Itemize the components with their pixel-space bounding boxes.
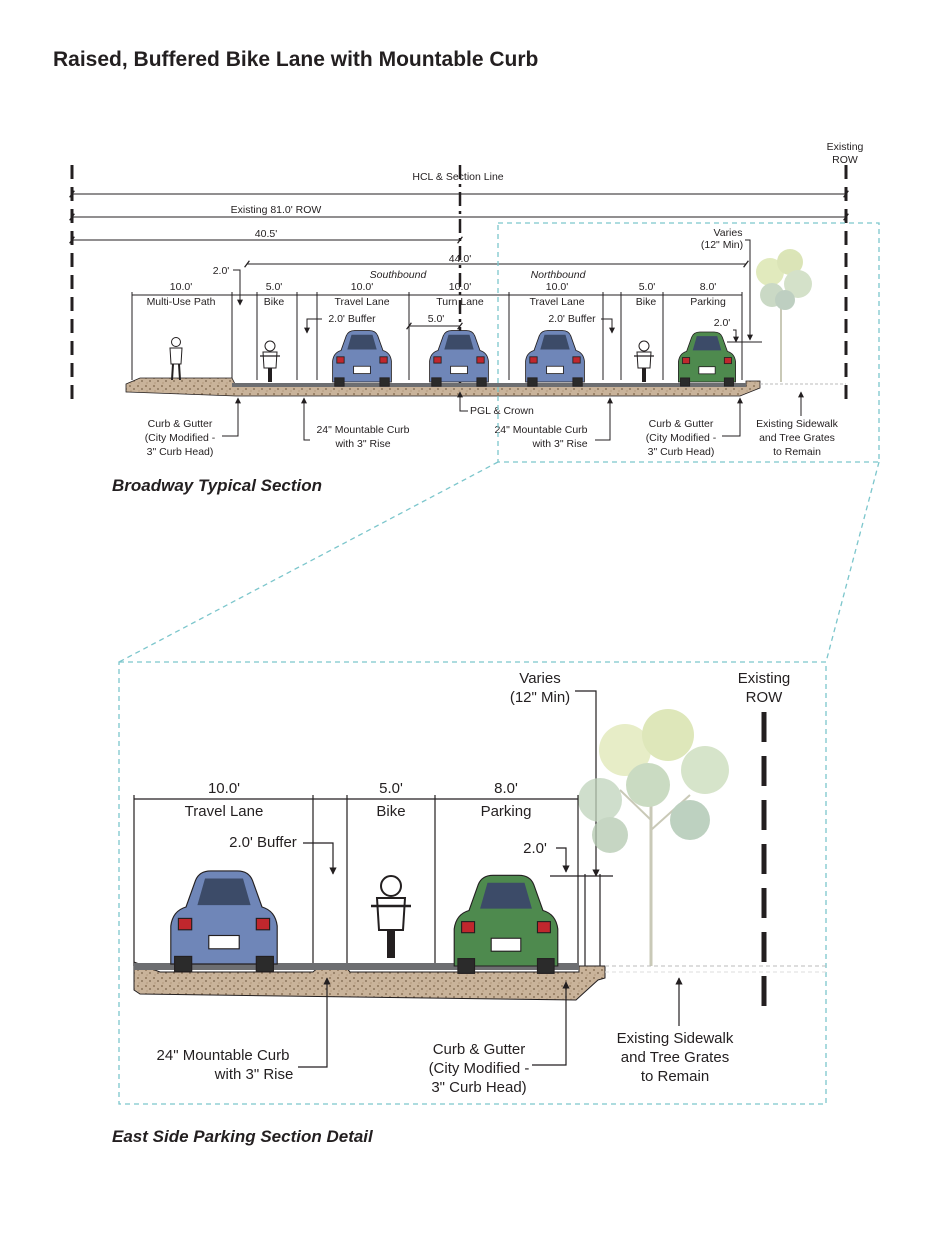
svg-text:24" Mountable Curb: 24" Mountable Curb xyxy=(494,424,587,436)
turn-lane-label: Turn Lane xyxy=(436,296,484,308)
detail-row-2: ROW xyxy=(746,689,784,706)
svg-text:with 3" Rise: with 3" Rise xyxy=(214,1066,294,1083)
detail-section: Varies (12" Min) Existing ROW 10.0' xyxy=(133,670,826,1096)
svg-text:(City Modified -: (City Modified - xyxy=(646,432,717,444)
svg-text:3" Curb Head): 3" Curb Head) xyxy=(147,446,214,458)
two-ft-left: 2.0' xyxy=(213,265,230,277)
svg-text:5.0': 5.0' xyxy=(379,780,403,797)
detail-varies-2: (12" Min) xyxy=(510,689,570,706)
buffer-right: 2.0' Buffer xyxy=(548,313,596,325)
svg-text:10.0': 10.0' xyxy=(546,281,568,293)
northbound-label: Northbound xyxy=(531,269,587,281)
svg-text:with 3" Rise: with 3" Rise xyxy=(531,438,587,450)
pgl-label: PGL & Crown xyxy=(470,405,534,417)
svg-text:5.0': 5.0' xyxy=(266,281,283,293)
svg-text:24" Mountable Curb: 24" Mountable Curb xyxy=(157,1047,290,1064)
parked-car xyxy=(677,331,737,387)
car-northbound xyxy=(525,330,585,387)
svg-text:5.0': 5.0' xyxy=(639,281,656,293)
tree-top xyxy=(756,249,812,382)
svg-text:3" Curb Head): 3" Curb Head) xyxy=(648,446,715,458)
travel-lane-label-right: Travel Lane xyxy=(529,296,584,308)
detail-bike: Bike xyxy=(376,803,405,820)
hcl-label: HCL & Section Line xyxy=(412,171,503,183)
svg-text:Curb & Gutter: Curb & Gutter xyxy=(148,418,213,430)
parking-label: Parking xyxy=(690,296,726,308)
existing-row-label-2: ROW xyxy=(832,154,858,166)
svg-text:(City Modified -: (City Modified - xyxy=(145,432,216,444)
bike-label-left: Bike xyxy=(264,296,285,308)
existing-row-label-1: Existing xyxy=(827,141,864,153)
svg-text:Curb & Gutter: Curb & Gutter xyxy=(649,418,714,430)
svg-text:Existing Sidewalk: Existing Sidewalk xyxy=(617,1030,734,1047)
svg-text:with 3" Rise: with 3" Rise xyxy=(334,438,390,450)
callout-frame xyxy=(118,222,880,1105)
detail-row-1: Existing xyxy=(738,670,791,687)
typical-section: Existing ROW HCL & Section Line Existing… xyxy=(69,141,864,458)
cyclist-southbound xyxy=(259,340,281,383)
detail-parking: Parking xyxy=(481,803,532,820)
detail-cyclist xyxy=(369,874,413,960)
svg-text:to Remain: to Remain xyxy=(773,446,821,458)
detail-travel-car xyxy=(169,869,279,973)
bike-label-right: Bike xyxy=(636,296,657,308)
five-ft-turn: 5.0' xyxy=(428,313,445,325)
varies-label-1: Varies xyxy=(714,227,743,239)
row-width-label: Existing 81.0' ROW xyxy=(231,204,322,216)
half-width-label: 40.5' xyxy=(255,228,277,240)
top-section-caption: Broadway Typical Section xyxy=(112,476,323,495)
car-turn-lane xyxy=(429,330,489,387)
two-ft-right: 2.0' xyxy=(714,317,731,329)
detail-section-caption: East Side Parking Section Detail xyxy=(112,1127,373,1146)
svg-text:and Tree Grates: and Tree Grates xyxy=(759,432,835,444)
pedestrian xyxy=(169,336,183,381)
cyclist-northbound xyxy=(633,340,655,383)
svg-text:10.0': 10.0' xyxy=(351,281,373,293)
svg-text:Curb & Gutter: Curb & Gutter xyxy=(433,1041,526,1058)
svg-text:24" Mountable Curb: 24" Mountable Curb xyxy=(316,424,409,436)
car-southbound xyxy=(332,330,392,387)
detail-parked-car xyxy=(453,874,559,975)
southbound-label: Southbound xyxy=(370,269,428,281)
buffer-left: 2.0' Buffer xyxy=(328,313,376,325)
svg-text:to Remain: to Remain xyxy=(641,1068,709,1085)
svg-text:3" Curb Head): 3" Curb Head) xyxy=(431,1079,526,1096)
svg-text:8.0': 8.0' xyxy=(494,780,518,797)
multi-use-path-label: Multi-Use Path xyxy=(147,296,216,308)
svg-text:10.0': 10.0' xyxy=(170,281,192,293)
svg-text:Existing Sidewalk: Existing Sidewalk xyxy=(756,418,838,430)
svg-text:8.0': 8.0' xyxy=(700,281,717,293)
varies-label-2: (12" Min) xyxy=(701,239,743,251)
detail-varies-1: Varies xyxy=(519,670,560,687)
svg-text:10.0': 10.0' xyxy=(449,281,471,293)
page-title: Raised, Buffered Bike Lane with Mountabl… xyxy=(53,48,539,71)
travel-lane-label-left: Travel Lane xyxy=(334,296,389,308)
tree-detail xyxy=(578,709,729,966)
detail-travel-lane: Travel Lane xyxy=(185,803,264,820)
detail-buffer: 2.0' Buffer xyxy=(229,834,297,851)
svg-text:10.0': 10.0' xyxy=(208,780,240,797)
svg-text:(City Modified -: (City Modified - xyxy=(429,1060,530,1077)
curb-width-label: 44.0' xyxy=(449,253,471,265)
detail-two-ft: 2.0' xyxy=(523,840,547,857)
svg-text:and Tree Grates: and Tree Grates xyxy=(621,1049,729,1066)
